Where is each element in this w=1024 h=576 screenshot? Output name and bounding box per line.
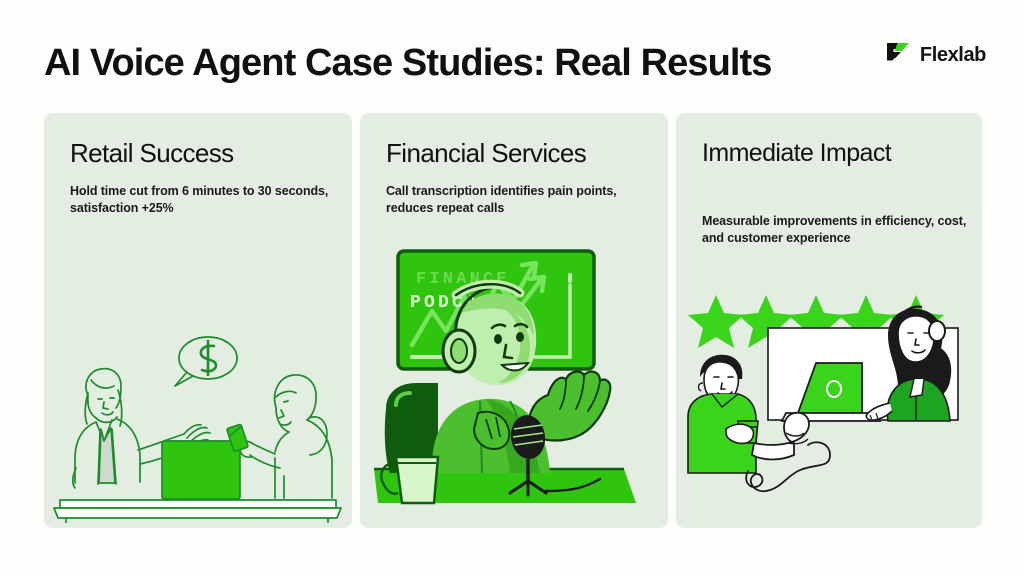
card-heading: Financial Services (386, 138, 587, 168)
card-body-text: Measurable improvements in efficiency, c… (702, 214, 967, 246)
case-study-card-impact[interactable]: Immediate Impact Measurable improvements… (676, 113, 982, 528)
brand-name: Flexlab (919, 44, 987, 66)
page-title: AI Voice Agent Case Studies: Real Result… (44, 42, 772, 84)
brand-lockup: Flexlab (885, 41, 986, 70)
retail-counter-illustration (44, 298, 352, 527)
flexlab-logo-icon (885, 41, 911, 70)
card-body-text: Call transcription identifies pain point… (386, 184, 617, 216)
card-heading: Immediate Impact (702, 139, 892, 167)
case-study-card-retail[interactable]: Retail Success Hold time cut from 6 minu… (44, 113, 352, 528)
five-star-support-illustration (676, 293, 982, 508)
card-body-text: Hold time cut from 6 minutes to 30 secon… (70, 184, 329, 216)
case-study-card-financial[interactable]: Financial Services Call transcription id… (360, 113, 668, 528)
slide-header: AI Voice Agent Case Studies: Real Result… (0, 0, 1024, 105)
finance-podcast-illustration: FINANCE PODCAST (360, 241, 668, 516)
card-heading: Retail Success (70, 138, 234, 168)
